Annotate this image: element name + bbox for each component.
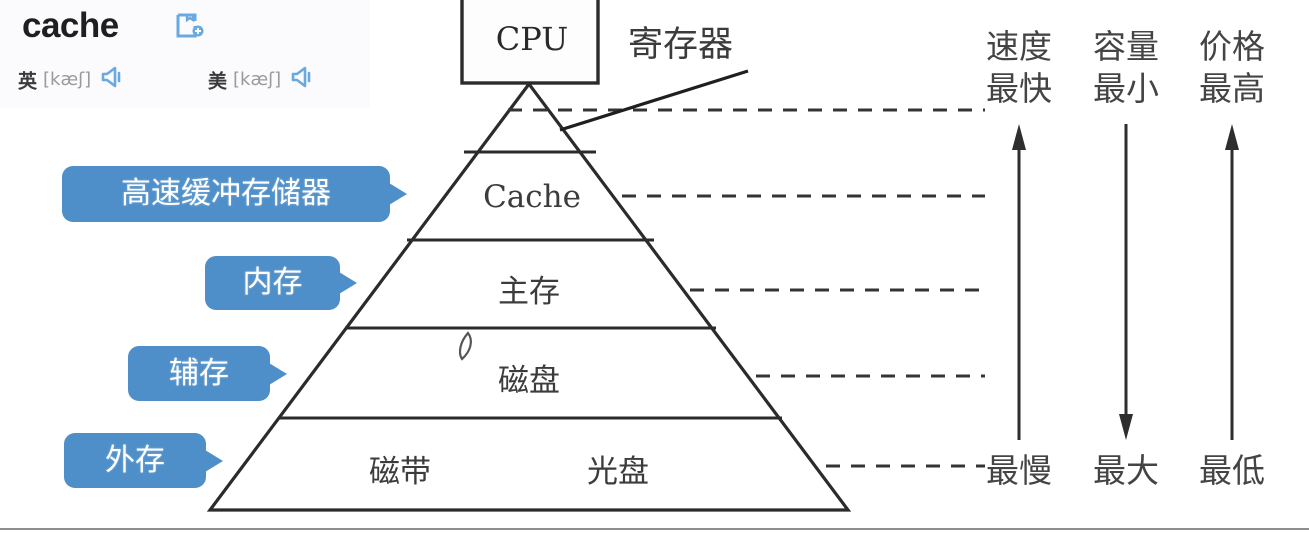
pronunciation-us: 美[kæʃ] [208, 64, 316, 93]
register-pointer-line [559, 69, 749, 132]
callout-external-storage-label: 外存 [105, 442, 165, 478]
tier-label-disk: 磁盘 [498, 363, 560, 399]
capacity-axis-arrow [1119, 124, 1133, 440]
callout-main-memory-label: 内存 [242, 265, 303, 300]
register-label: 寄存器 [628, 25, 734, 65]
pyramid-outline [206, 81, 852, 512]
price-axis-bottom-label: 最低 [1199, 451, 1265, 490]
pronunciation-ipa-us: [kæʃ] [233, 69, 282, 91]
speaker-icon-uk[interactable] [100, 64, 126, 90]
capacity-axis-title: 容量 [1093, 27, 1159, 66]
speed-axis-arrow [1012, 124, 1026, 440]
tier-label-main-memory: 主存 [498, 274, 560, 310]
price-axis-title: 价格 [1199, 27, 1265, 66]
pronunciation-uk: 英[kæʃ] [18, 64, 126, 93]
cpu-label: CPU [495, 20, 569, 58]
speed-axis-top-label: 最快 [986, 69, 1052, 108]
tier-label-tape: 磁带 [369, 454, 431, 490]
callout-main-memory[interactable]: 内存 [205, 256, 357, 310]
speed-axis-title: 速度 [986, 27, 1052, 66]
callout-cache[interactable]: 高速缓冲存储器 [62, 166, 407, 222]
pronunciation-ipa-uk: [kæʃ] [43, 69, 92, 91]
callout-external-storage[interactable]: 外存 [64, 433, 223, 488]
tier-label-cache: Cache [483, 179, 581, 215]
pronunciation-locale-uk: 英 [18, 71, 38, 93]
callout-secondary-storage-label: 辅存 [169, 355, 229, 391]
cpu-box [460, 0, 600, 85]
tier-label-optical-disc: 光盘 [587, 454, 649, 490]
capacity-axis-bottom-label: 最大 [1093, 451, 1159, 490]
add-to-wordbook-icon[interactable] [173, 10, 205, 42]
speed-axis-bottom-label: 最慢 [986, 451, 1052, 490]
callout-cache-label: 高速缓冲存储器 [121, 176, 331, 211]
page-title: cache [22, 6, 119, 45]
price-axis-top-label: 最高 [1199, 69, 1265, 108]
callout-secondary-storage[interactable]: 辅存 [128, 346, 287, 401]
pen-cursor-mark [458, 331, 472, 361]
capacity-axis-top-label: 最小 [1093, 69, 1159, 108]
dictionary-header-panel: cache 英[kæʃ] 美[kæʃ] [0, 0, 370, 108]
price-axis-arrow [1225, 124, 1239, 440]
pronunciation-locale-us: 美 [208, 71, 228, 93]
speaker-icon-us[interactable] [290, 64, 316, 90]
